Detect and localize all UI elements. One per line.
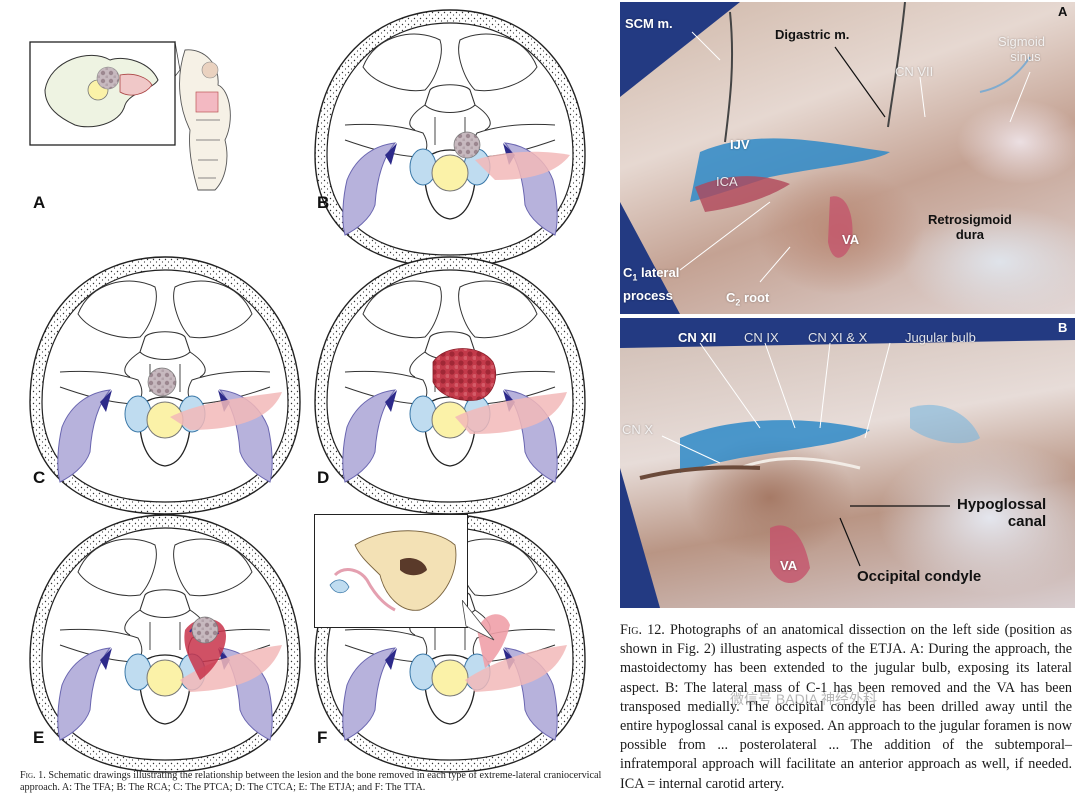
label-digastric: Digastric m. — [775, 27, 850, 42]
label-cn-ix: CN IX — [744, 330, 779, 345]
label-c1-sub: 1 — [632, 272, 638, 283]
label-sigmoid: Sigmoid sinus — [998, 34, 1045, 64]
label-c1-lateral-process: C1 lateral process — [623, 264, 679, 304]
panel-letter-B: B — [317, 193, 330, 212]
photo-A-overlay — [620, 2, 1031, 314]
panel-F-inset — [314, 514, 468, 628]
label-va: VA — [842, 232, 860, 247]
label-c2-sub: 2 — [735, 297, 741, 308]
label-ijv: IJV — [730, 137, 750, 152]
panel-letter-A: A — [33, 193, 46, 212]
label-hypoglossal-line2: canal — [1007, 513, 1047, 530]
panel-F-inset-pointer — [462, 600, 495, 641]
panel-A-drawing — [29, 40, 231, 191]
label-retrosigmoid: Retrosigmoid dura — [928, 212, 1012, 242]
figure12-caption-label: Fig. 12. — [620, 622, 665, 638]
figure1-caption-text: Schematic drawings illustrating the rela… — [20, 770, 602, 793]
photo-letter-B: B — [1058, 320, 1068, 335]
label-retrosigmoid-line1: Retrosigmoid — [928, 212, 1012, 227]
label-va-b: VA — [780, 558, 798, 573]
photo-B-overlay — [620, 318, 1075, 608]
panel-letter-E: E — [33, 728, 45, 747]
figure1-panel-C — [29, 256, 301, 515]
label-c2-a: C — [726, 290, 736, 305]
label-retrosigmoid-line2: dura — [955, 227, 984, 242]
label-scm: SCM m. — [625, 16, 673, 31]
figure12-caption-text: Photographs of an anatomical dissection … — [620, 622, 1072, 792]
label-c2-root: C2 root — [726, 290, 769, 308]
figure1-panel-E — [29, 514, 301, 773]
label-ica: ICA — [716, 174, 738, 189]
label-cn-xii: CN XII — [678, 330, 717, 345]
label-c2-b: root — [740, 290, 770, 305]
label-hypoglossal-canal: Hypoglossal canal — [957, 496, 1046, 530]
photo-letter-A: A — [1058, 4, 1068, 19]
figure1-panel-D — [314, 256, 586, 515]
figure12-caption: Fig. 12. Photographs of an anatomical di… — [620, 621, 1072, 794]
label-sigmoid-line2: sinus — [1010, 49, 1041, 64]
figure1-caption-label: Fig. 1. — [20, 770, 46, 781]
label-c1-c: process — [623, 287, 673, 303]
label-jugular-bulb: Jugular bulb — [905, 330, 976, 345]
figure12-photo-B: CN XII CN IX CN XI & X Jugular bulb CN X… — [620, 318, 1075, 608]
panel-letter-D: D — [317, 468, 330, 487]
panel-letter-F: F — [317, 728, 328, 747]
label-cn-x: CN X — [622, 422, 654, 437]
figure12-photo-A: SCM m. Digastric m. CN VII Sigmoid sinus… — [620, 2, 1075, 314]
label-hypoglossal-line1: Hypoglossal — [957, 496, 1047, 513]
watermark: 微信号 BADIA 神经外科 — [730, 691, 878, 707]
label-cn-xi-x: CN XI & X — [808, 330, 868, 345]
figure1-caption: Fig. 1. Schematic drawings illustrating … — [20, 770, 610, 794]
label-sigmoid-line1: Sigmoid — [998, 34, 1045, 49]
figure1-panel-F — [314, 514, 586, 773]
label-c1-b: lateral — [637, 265, 680, 280]
panel-letter-C: C — [33, 468, 46, 487]
label-cn-vii: CN VII — [895, 64, 934, 79]
figure1-panel-B — [314, 9, 586, 268]
panel-F-inset-drawing — [329, 530, 457, 612]
label-occipital-condyle: Occipital condyle — [857, 568, 982, 585]
label-c1-a: C — [623, 265, 633, 280]
figure1-panel-A — [20, 30, 300, 200]
